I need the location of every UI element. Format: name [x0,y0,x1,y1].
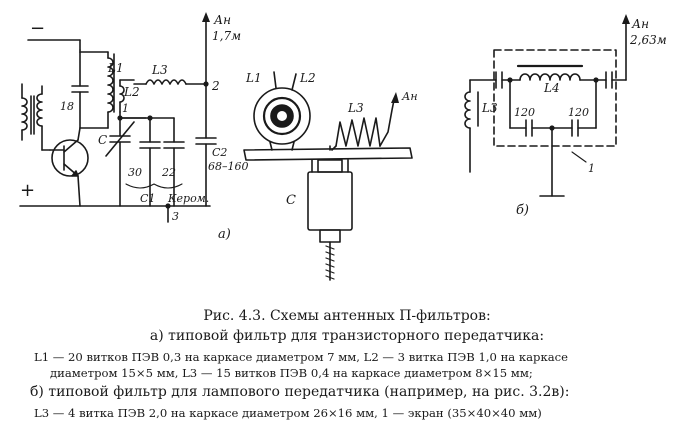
assembly-l3-label: L3 [347,101,364,115]
caption-item-a-detail-1: L1 — 20 витков ПЭВ 0,3 на каркасе диамет… [34,350,568,364]
caption-item-a: а) типовой фильтр для транзисторного пер… [149,328,545,344]
c-left-label: 120 [514,106,535,119]
assembly-antenna-label: Ан [401,90,418,103]
caption-item-b-detail: L3 — 4 витка ПЭВ 2,0 на каркасе диаметро… [34,406,542,420]
antenna-length-b: 2,63м [629,33,667,47]
tube-filter-schematic [464,14,630,197]
l4-label: L4 [543,81,560,95]
antenna-label-b: Ан [631,17,649,31]
antenna-length-a: 1,7м [212,29,241,43]
node-3-label: 3 [172,210,179,223]
assembly-l2-label: L2 [299,71,316,85]
c1-label: C1 [140,192,155,205]
physical-assembly-drawing [243,71,413,281]
panel-b-label: б) [516,203,529,218]
assembly-l1-label: L1 [245,71,262,85]
c2-value: 68–160 [208,160,249,173]
screen-box [493,49,617,147]
l2-coil [119,79,135,113]
c18-label: 18 [60,100,74,113]
transistor-filter-schematic [19,12,217,223]
node-2-label: 2 [211,79,220,93]
l3-input-label: L3 [481,101,498,115]
l3-label: L3 [151,63,168,77]
ceramic-label: Кером. [167,192,209,205]
minus-sign: − [30,18,45,39]
plus-sign: + [20,180,35,201]
screen-number-label: 1 [588,162,595,175]
l1-label: L1 [107,61,124,75]
antenna-label-a: Ан [213,13,231,27]
transistor [49,127,89,207]
c22-label: 22 [161,166,176,179]
tuning-capacitors [105,117,185,207]
c30-label: 30 [128,166,142,179]
assembly-c-label: C [286,193,296,208]
schematic-figure: Ан 1,7м − + L1 L2 L3 18 1 2 3 C 30 22 C1… [19,12,667,281]
panel-a-label: а) [218,227,231,242]
variable-c-label: C [98,133,107,147]
c2-label: C2 [212,146,227,159]
c-right-label: 120 [568,106,589,119]
l2-label: L2 [123,85,140,99]
caption-item-a-detail-2: диаметром 15×5 мм, L3 — 15 витков ПЭВ 0,… [50,366,533,380]
node-1-label: 1 [122,102,129,115]
l1-coil [71,49,115,129]
caption-title: Рис. 4.3. Схемы антенных П-фильтров: [203,308,491,324]
input-transformer [21,83,51,151]
caption-item-b: б) типовой фильтр для лампового передатч… [30,384,570,400]
